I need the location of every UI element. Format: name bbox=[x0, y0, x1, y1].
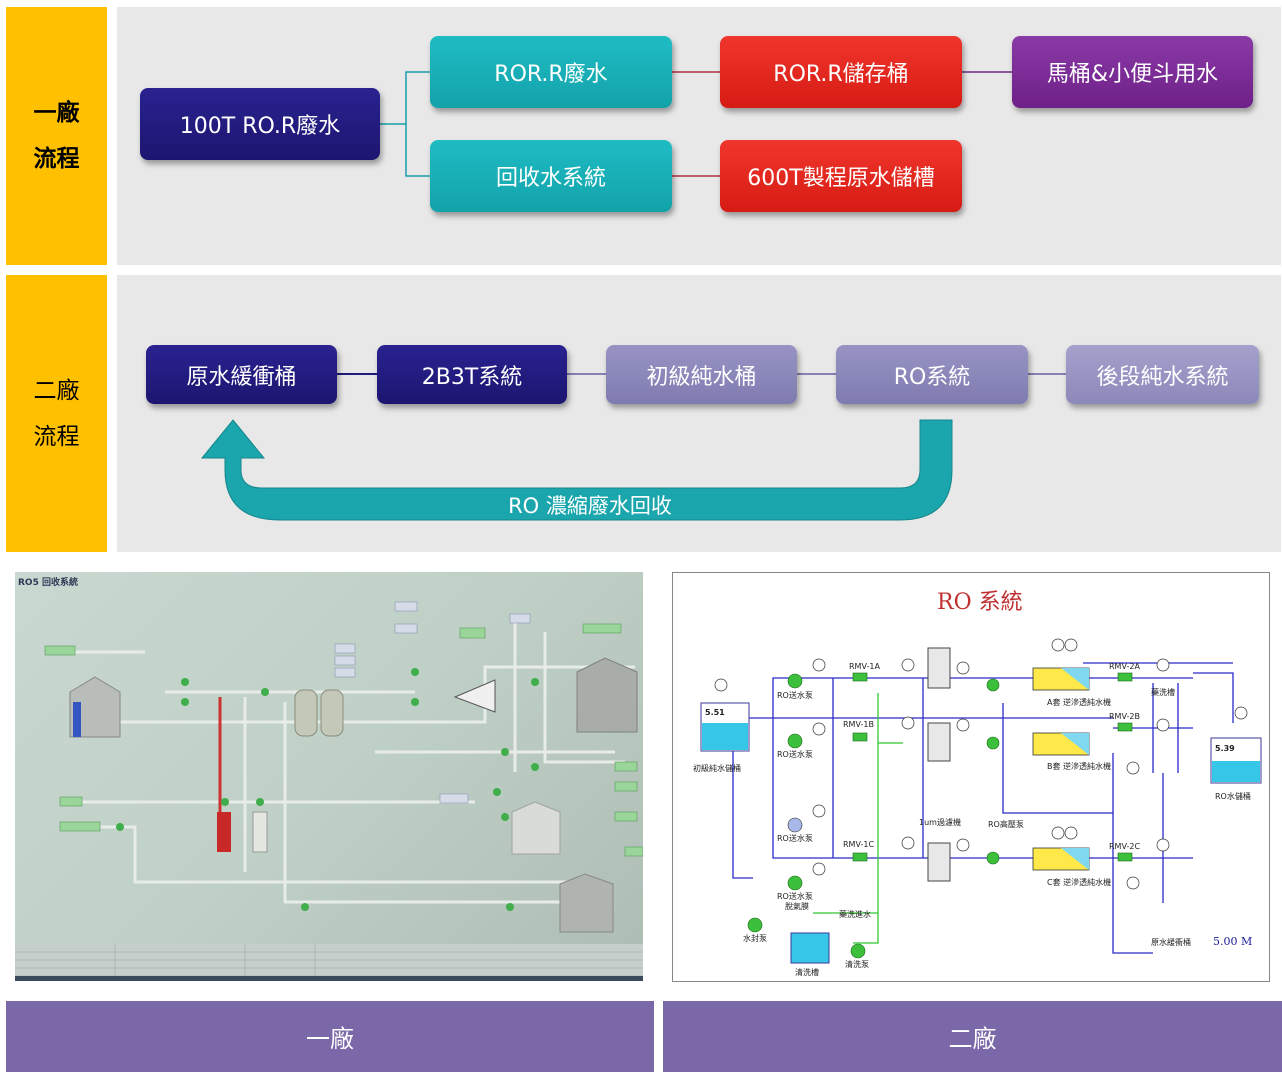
clean-pump-label: 清洗泵 bbox=[845, 959, 869, 969]
plant2-step-1-label: 原水緩衝桶 bbox=[186, 359, 296, 391]
plant1-scada-diagram: RO5 回收系統 bbox=[15, 572, 643, 981]
pump-4-label: RO送水泵 bbox=[777, 891, 813, 901]
plant2-step-5-label: 後段純水系統 bbox=[1096, 359, 1228, 391]
flush-water-label: 藥洗進水 bbox=[839, 909, 871, 919]
degas-label: 脫氣膜 bbox=[785, 901, 809, 911]
row-c-label: C套 逆滲透純水機 bbox=[1047, 877, 1111, 887]
pump-2-label: RO送水泵 bbox=[777, 749, 813, 759]
plant2-step-2: 2B3T系統 bbox=[377, 345, 567, 404]
plant2-step-1: 原水緩衝桶 bbox=[146, 345, 337, 404]
right-tank-label: RO水儲桶 bbox=[1215, 791, 1251, 801]
pump-1-label: RO送水泵 bbox=[777, 690, 813, 700]
flush-label: 藥洗槽 bbox=[1151, 687, 1175, 697]
high-pump-label: RO高壓泵 bbox=[988, 819, 1024, 829]
bottom-value: 5.00 M bbox=[1213, 935, 1252, 948]
row-b-label: B套 逆滲透純水機 bbox=[1047, 761, 1111, 771]
right-tank-value: 5.39 bbox=[1215, 744, 1235, 753]
rmv-1c: RMV-1C bbox=[843, 840, 874, 849]
plant2-step-4-label: RO系統 bbox=[894, 359, 971, 391]
plant2-step-5: 後段純水系統 bbox=[1066, 345, 1259, 404]
scada-title: RO5 回收系統 bbox=[18, 576, 78, 588]
rmv-1a: RMV-1A bbox=[849, 662, 880, 671]
caption-right: 二廠 bbox=[663, 1001, 1282, 1072]
plant2-step-3: 初級純水桶 bbox=[606, 345, 797, 404]
clean-tank-label: 清洗槽 bbox=[795, 967, 819, 977]
recycle-label: RO 濃縮廢水回收 bbox=[470, 490, 710, 520]
plant2-connectors bbox=[0, 0, 1282, 560]
ro-system-diagram: RO 系統 5.51 初級純水儲桶 5 bbox=[673, 573, 1270, 982]
plant2-step-3-label: 初級純水桶 bbox=[646, 359, 756, 391]
ro-title: RO 系統 bbox=[937, 590, 1023, 615]
caption-left: 一廠 bbox=[6, 1001, 654, 1072]
caption-left-label: 一廠 bbox=[306, 1019, 354, 1054]
caption-right-label: 二廠 bbox=[949, 1019, 997, 1054]
bottom-tank-label: 原水緩衝桶 bbox=[1151, 937, 1191, 947]
pump-3-label: RO送水泵 bbox=[777, 833, 813, 843]
plant1-scada-photo: RO5 回收系統 bbox=[15, 572, 643, 981]
filter-label: 1um過濾機 bbox=[919, 817, 961, 827]
row-a-label: A套 逆滲透純水機 bbox=[1047, 697, 1111, 707]
water-pump-label: 水封泵 bbox=[743, 933, 767, 943]
left-tank-value: 5.51 bbox=[705, 708, 725, 717]
rmv-2a: RMV-2A bbox=[1109, 662, 1140, 671]
plant2-ro-diagram: RO 系統 5.51 初級純水儲桶 5 bbox=[672, 572, 1270, 982]
plant2-step-2-label: 2B3T系統 bbox=[422, 359, 523, 391]
plant2-step-4: RO系統 bbox=[836, 345, 1028, 404]
rmv-2c: RMV-2C bbox=[1109, 842, 1140, 851]
left-tank-label: 初級純水儲桶 bbox=[693, 763, 741, 773]
rmv-1b: RMV-1B bbox=[843, 720, 874, 729]
rmv-2b: RMV-2B bbox=[1109, 712, 1140, 721]
